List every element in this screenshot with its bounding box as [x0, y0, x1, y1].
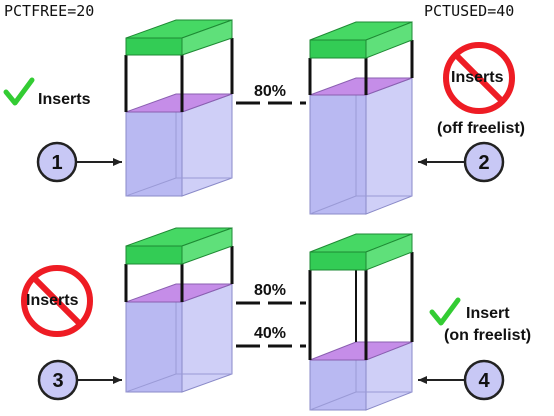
- marker-3-number: 3: [52, 370, 63, 392]
- no-sign-icon: [21, 265, 93, 337]
- no-sign-icon: [443, 42, 515, 114]
- marker-1: [36, 141, 122, 183]
- panel1-label: Inserts: [38, 91, 91, 108]
- block-2: [308, 21, 414, 215]
- marker-1-number: 1: [51, 152, 62, 174]
- marker-2: [418, 141, 505, 183]
- marker-4-number: 4: [478, 370, 490, 392]
- pctused-label: PCTUSED=40: [424, 2, 515, 20]
- panel2-label: Inserts: [451, 69, 504, 86]
- marker-3: [37, 359, 122, 401]
- block-4: [308, 233, 414, 411]
- block-1: [124, 19, 234, 197]
- panel4-sublabel: (on freelist): [444, 327, 532, 344]
- panel4-label: Insert: [466, 305, 510, 322]
- block-3: [124, 227, 234, 393]
- marker-4: [418, 359, 505, 401]
- pctfree-label: PCTFREE=20: [4, 2, 95, 20]
- panel2-sublabel: (off freelist): [437, 120, 525, 137]
- check-icon: [3, 77, 35, 106]
- marker-2-number: 2: [478, 152, 489, 174]
- level-label-80: 80%: [254, 282, 286, 299]
- level-label-40: 40%: [254, 325, 286, 342]
- check-icon: [429, 297, 461, 326]
- panel3-label: Inserts: [26, 292, 79, 309]
- level-label-top: 80%: [254, 83, 286, 100]
